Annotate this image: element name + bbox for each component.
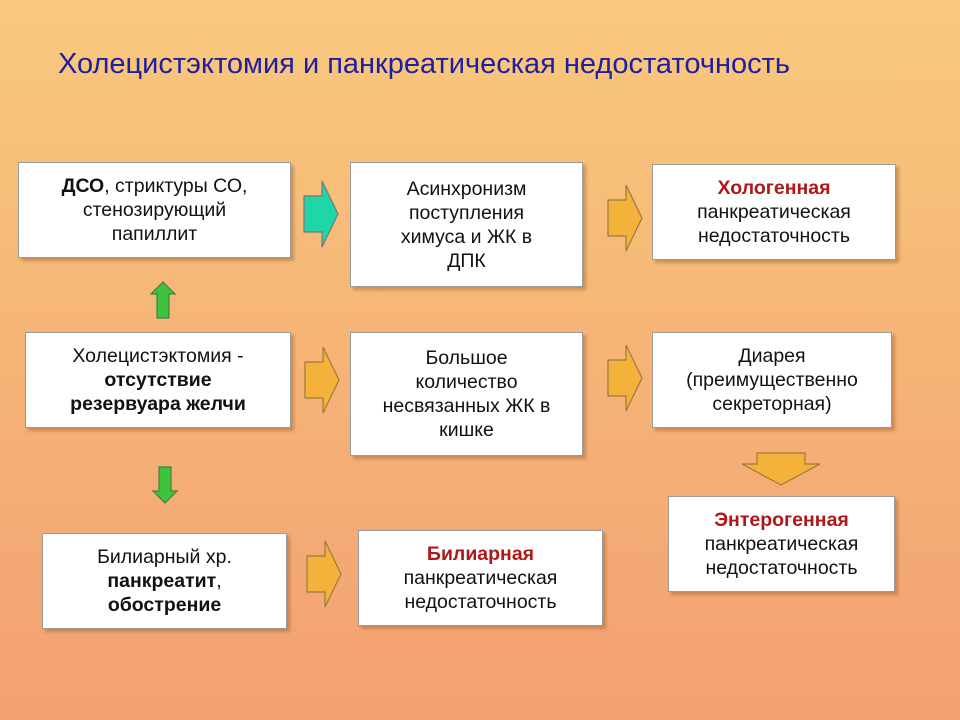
box-asynchronism: Асинхронизм поступления химуса и ЖК в ДП… (350, 162, 583, 287)
box-biliary-pancreatitis: Билиарный хр. панкреатит, обострение (42, 533, 287, 629)
block-arrow-down-icon (741, 452, 821, 486)
box-cholecystectomy: Холецистэктомия - отсутствие резервуара … (25, 332, 291, 428)
block-arrow-down-icon (152, 466, 178, 504)
block-arrow-right-icon (306, 540, 342, 608)
block-arrow-right-icon (303, 180, 339, 248)
box-enterogenic-insufficiency: Энтерогенная панкреатическая недостаточн… (668, 496, 895, 592)
box-unbound-bile-acids: Большое количество несвязанных ЖК в кишк… (350, 332, 583, 456)
box-diarrhea: Диарея (преимущественно секреторная) (652, 332, 892, 428)
block-arrow-right-icon (607, 344, 643, 412)
slide-title: Холецистэктомия и панкреатическая недост… (58, 48, 791, 80)
block-arrow-right-icon (304, 346, 340, 414)
block-arrow-up-icon (150, 281, 176, 319)
enterogenic-label: Энтерогенная (714, 509, 849, 531)
dso-label: ДСО (61, 175, 105, 197)
box-chologenic-insufficiency: Хологенная панкреатическая недостаточнос… (652, 164, 896, 260)
chologenic-label: Хологенная (717, 177, 831, 199)
biliary-label: Билиарная (426, 543, 535, 565)
box-dso-strictures: ДСО, стриктуры СО, стенозирующий папилли… (18, 162, 291, 258)
block-arrow-right-icon (607, 184, 643, 252)
box-biliary-insufficiency: Билиарная панкреатическая недостаточност… (358, 530, 603, 626)
